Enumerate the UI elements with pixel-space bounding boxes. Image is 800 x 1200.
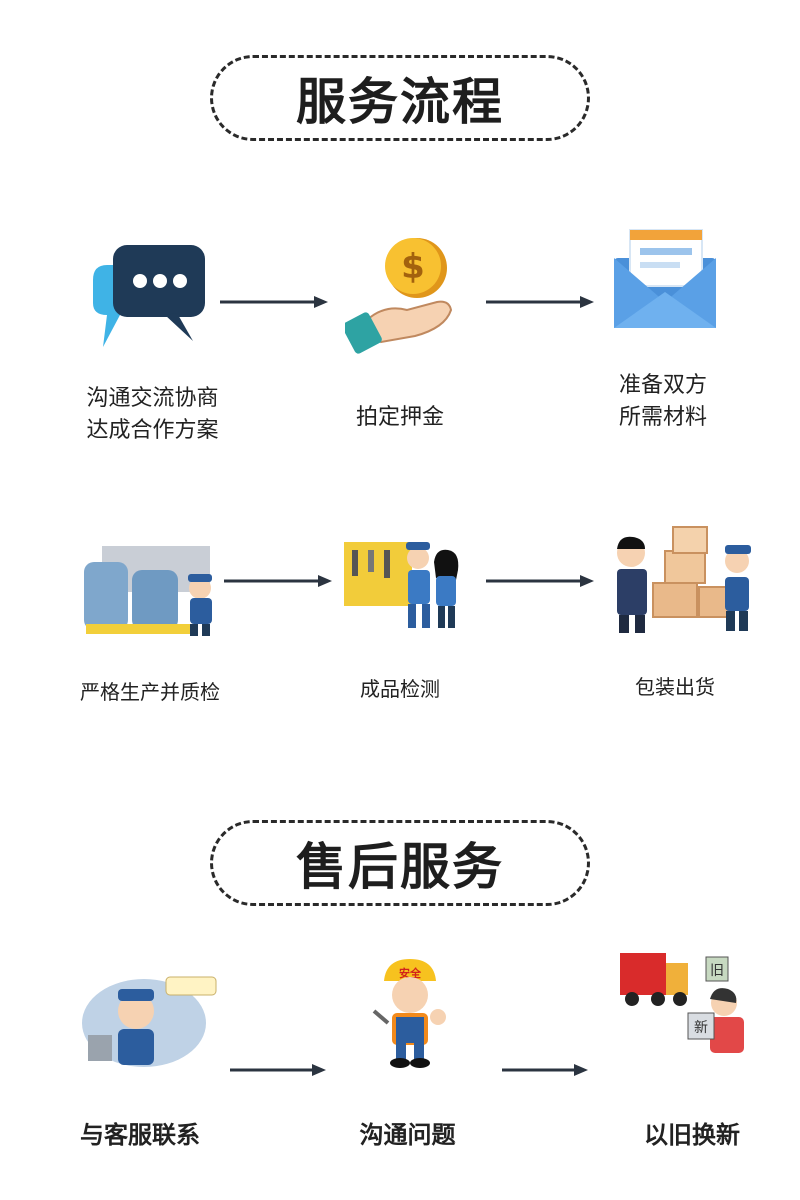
step-caption: 沟通交流协商 达成合作方案 <box>86 386 219 443</box>
flow-arrow <box>502 1064 588 1076</box>
step-caption: 准备双方 所需材料 <box>618 373 707 430</box>
svg-text:$: $ <box>401 247 425 287</box>
step-caption: 沟通问题 <box>359 1121 456 1149</box>
section-title: 服务流程 <box>296 73 504 131</box>
step-caption: 与客服联系 <box>80 1121 200 1149</box>
section-title: 售后服务 <box>296 838 504 896</box>
factory-worker-icon <box>84 546 212 636</box>
customer-service-icon <box>82 976 217 1067</box>
svg-text:新: 新 <box>694 1020 708 1036</box>
inspection-workers-icon <box>344 542 459 628</box>
svg-text:安全: 安全 <box>399 966 422 980</box>
safety-worker-icon: 安全 <box>372 959 446 1068</box>
step-caption: 拍定押金 <box>355 405 444 430</box>
truck-exchange-icon: 旧 新 <box>620 953 744 1053</box>
envelope-icon <box>614 229 716 328</box>
step-caption: 严格生产并质检 <box>80 680 220 704</box>
section-title-pill: 服务流程 <box>210 55 590 141</box>
coin-hand-icon: $ <box>345 238 453 354</box>
svg-text:旧: 旧 <box>710 963 724 979</box>
packing-boxes-icon <box>617 526 751 633</box>
step-caption: 成品检测 <box>360 677 440 701</box>
flow-arrow <box>220 296 328 308</box>
step-caption: 以旧换新 <box>644 1121 740 1149</box>
flow-arrow <box>230 1064 326 1076</box>
step-caption: 包装出货 <box>635 675 715 699</box>
flow-arrow <box>486 296 594 308</box>
section-title-pill: 售后服务 <box>210 820 590 906</box>
flow-arrow <box>486 575 594 587</box>
chat-bubble-icon <box>93 245 205 347</box>
flow-arrow <box>224 575 332 587</box>
